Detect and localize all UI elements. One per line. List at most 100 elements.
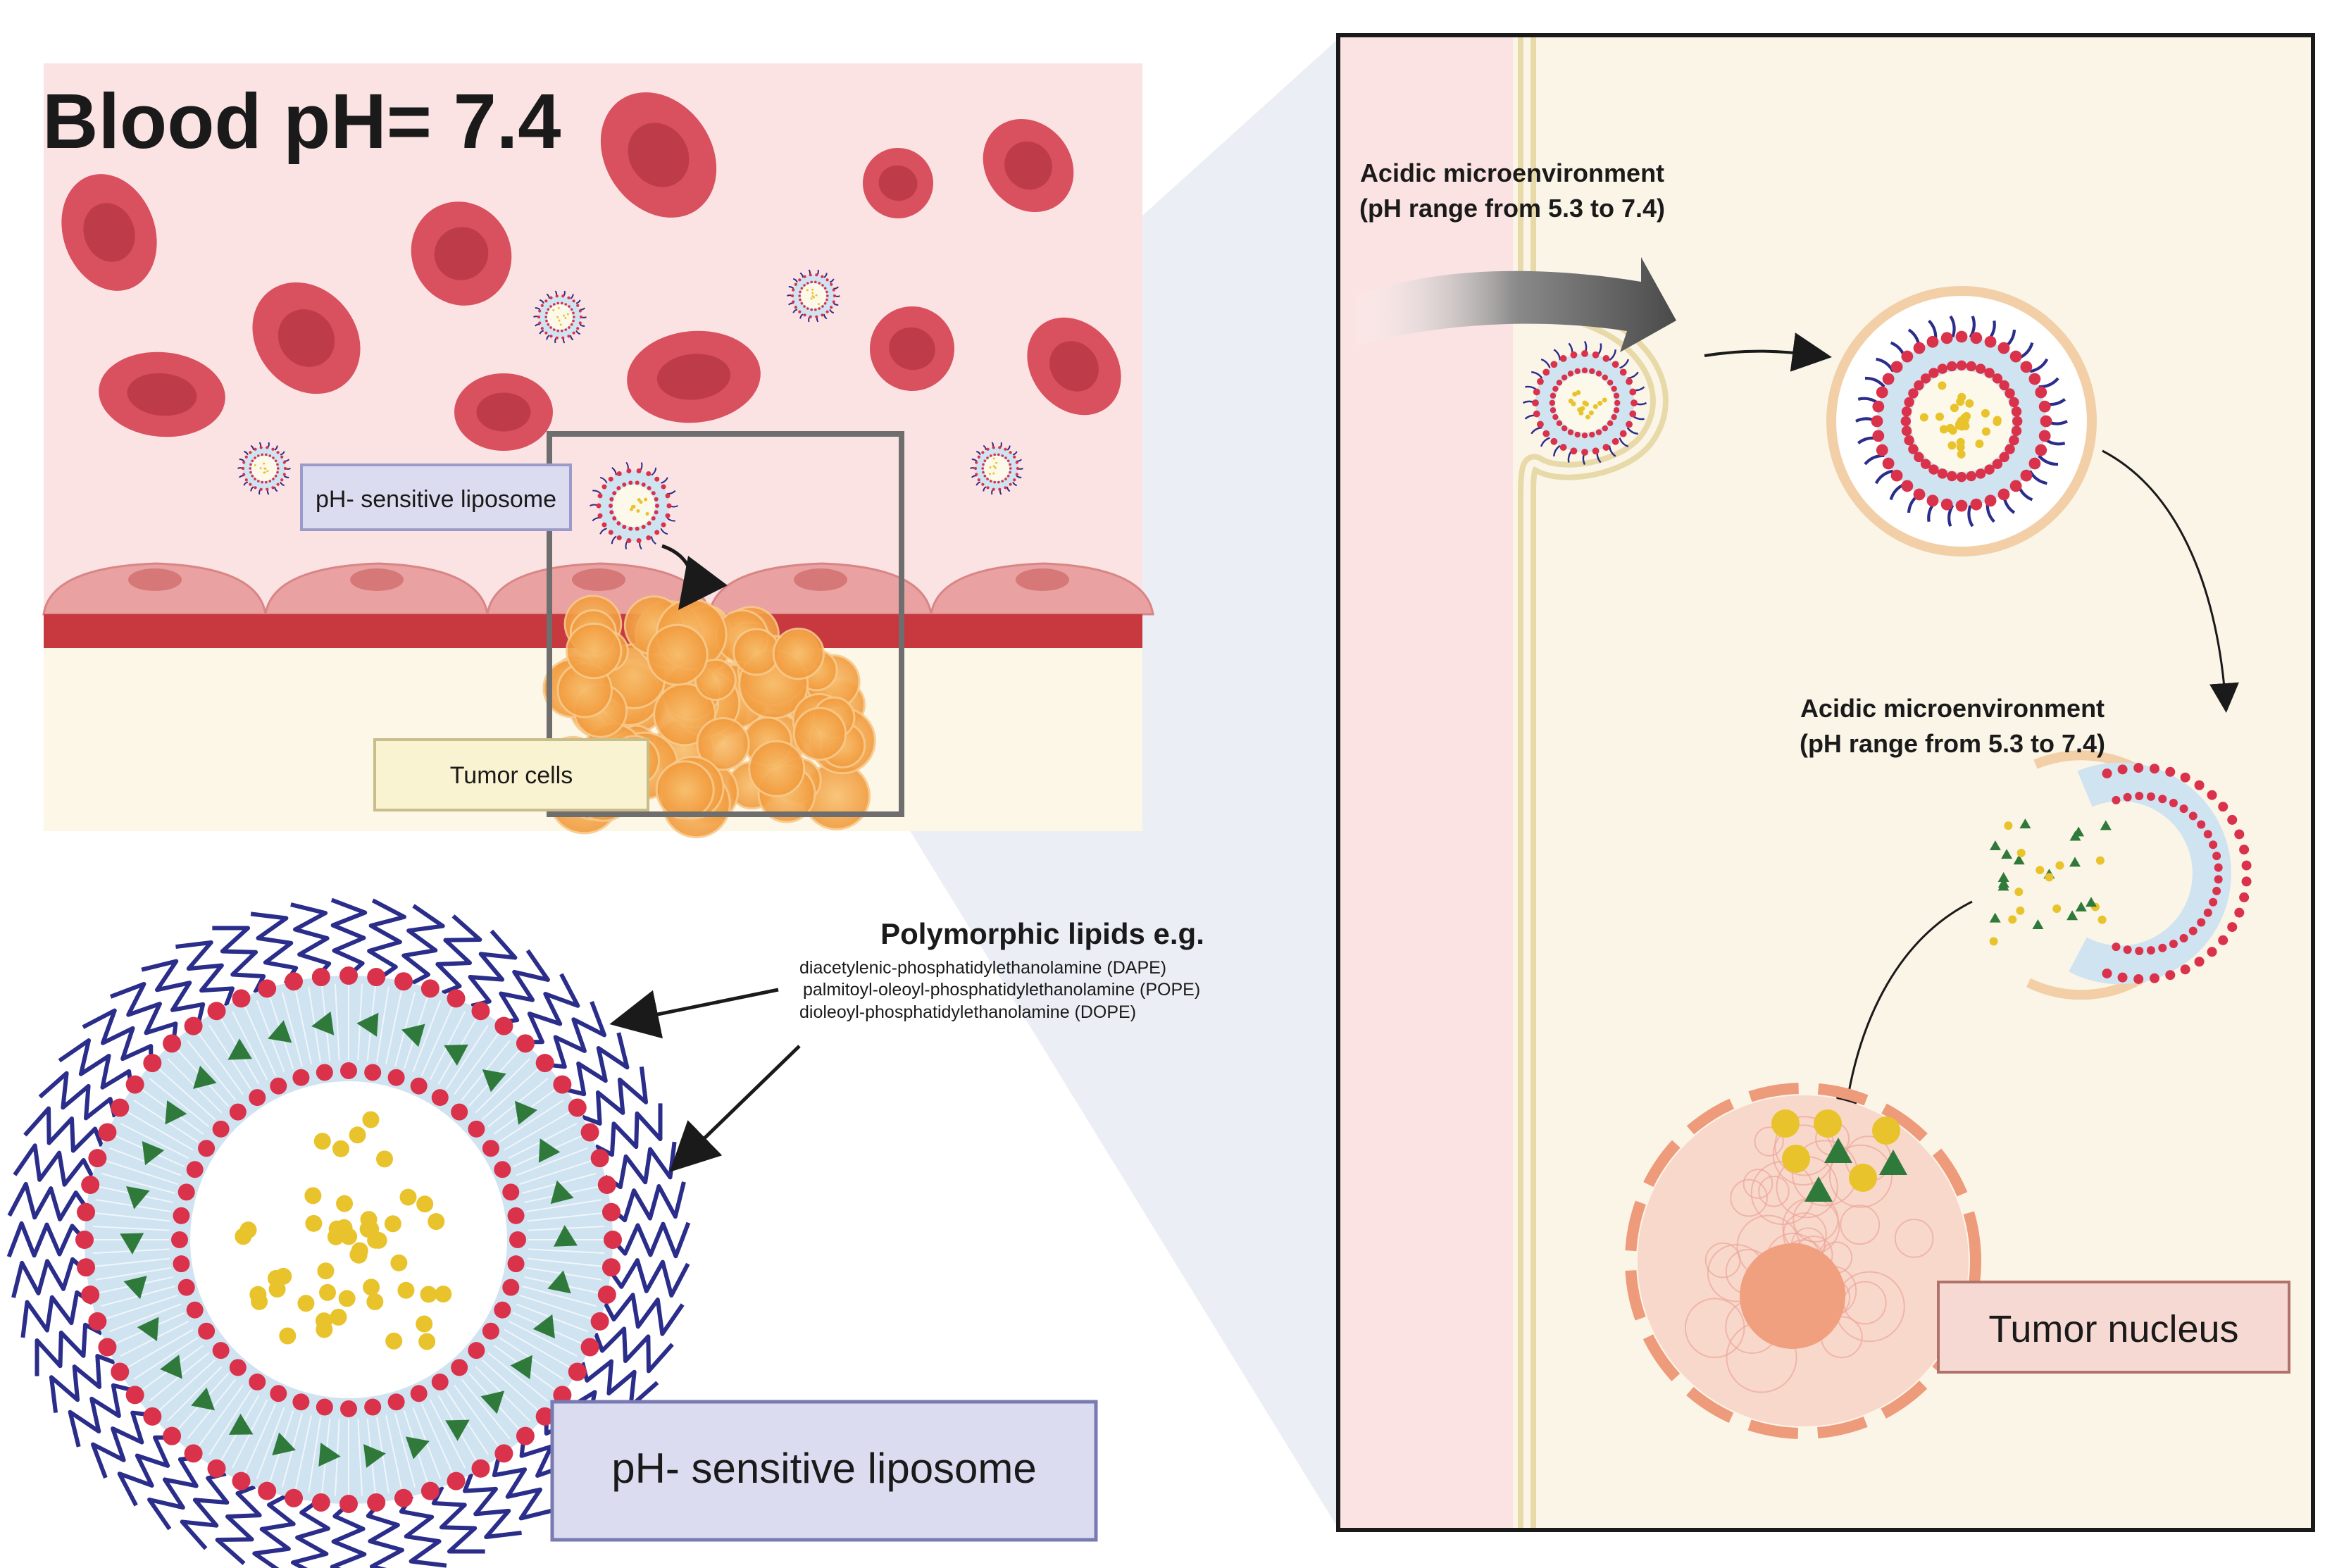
hydrophilic-drug [1602, 397, 1607, 403]
hydrophilic-drug [1956, 442, 1965, 452]
hydrophilic-drug [637, 498, 641, 502]
lipid-head [1004, 456, 1007, 459]
lipid-head [553, 1075, 572, 1094]
peg-chain [599, 476, 608, 484]
peg-chain [833, 302, 839, 306]
lipid-tail [197, 1032, 244, 1095]
lipid-head [268, 454, 272, 457]
peg-chain [661, 477, 668, 484]
arrow-to-nucleus [1833, 900, 1973, 1121]
lipid-head [88, 1149, 107, 1168]
lipid-head [655, 504, 659, 508]
peg-chain [1864, 376, 1885, 388]
peg-chain [399, 1495, 447, 1568]
peg-chain [274, 445, 278, 451]
lipid-head [2009, 435, 2019, 446]
liposome-detail-illustration [6, 897, 691, 1568]
lipid-head [1619, 430, 1627, 437]
lipid-head [1549, 399, 1555, 406]
lipid-head [2239, 892, 2250, 902]
hydrophobic-drug [120, 1233, 144, 1255]
lipid-head [646, 471, 652, 477]
lipid-head [564, 328, 568, 331]
lipid-head [77, 1258, 96, 1277]
lipid-head [1009, 467, 1012, 470]
hydrophilic-drug [254, 464, 256, 467]
lipid-head [2214, 875, 2223, 884]
lipid-tail [281, 992, 303, 1066]
peg-chain [330, 897, 368, 978]
hydrophilic-drug [279, 1327, 297, 1345]
lipid-head [268, 480, 272, 483]
red-blood-cell [411, 201, 512, 306]
released-drug [2055, 861, 2064, 870]
drug-in-nucleus [1824, 1138, 1852, 1163]
lipid-head [547, 323, 550, 326]
lipid-head [975, 473, 978, 476]
lipid-head [573, 316, 575, 318]
lipid-head [800, 301, 804, 305]
rbc-center [83, 203, 135, 262]
lipid-tail [420, 1403, 454, 1474]
lipid-head [311, 1493, 330, 1512]
lipid-tail [167, 1366, 223, 1421]
lipid-tail [94, 1257, 170, 1268]
lipid-head [1613, 392, 1620, 399]
lipid-head [2188, 811, 2198, 821]
lipid-head [1581, 350, 1588, 357]
hydrophilic-drug [264, 467, 267, 470]
hydrophilic-drug [305, 1214, 323, 1232]
lipid-head [1537, 421, 1544, 428]
hydrophobic-drug [165, 1100, 187, 1125]
peg-chain [215, 1484, 262, 1565]
lipid-head [2188, 926, 2198, 935]
hydrophobic-drug [123, 1276, 147, 1300]
hydrophilic-drug [1946, 423, 1955, 433]
lipid-head [1901, 480, 1914, 492]
released-drug [2095, 856, 2105, 865]
released-drug [2036, 866, 2045, 875]
lipid-head [1975, 363, 1986, 374]
peg-chain [581, 1066, 649, 1126]
blood-ph-title: Blood pH= 7.4 [42, 78, 561, 165]
lipid-head [285, 1488, 304, 1507]
rbc-center [656, 354, 731, 400]
lipid-head [792, 300, 795, 304]
lipid-head [271, 447, 275, 451]
lipid-head [540, 304, 544, 307]
hydrophobic-drug [126, 1186, 150, 1209]
lipid-head [814, 280, 817, 284]
hydrophilic-drug [1981, 409, 1990, 418]
endothelial-nucleus [794, 568, 847, 591]
lipid-head [2197, 918, 2206, 927]
lipid-head [292, 1393, 310, 1411]
lipid-head [823, 301, 827, 305]
entry-arrow [1356, 257, 1676, 352]
lipid-head [1001, 480, 1004, 483]
lipid-head [833, 294, 837, 298]
detail-liposome-label-box [550, 1400, 1098, 1542]
hydrophilic-drug [435, 1286, 452, 1303]
peg-chain [1627, 371, 1639, 380]
lipid-head [544, 331, 548, 335]
lipid-head [2169, 939, 2178, 948]
lipid-head [799, 298, 802, 301]
lipid-head [997, 453, 1000, 456]
peg-chain [611, 535, 617, 545]
hydrophilic-drug [1956, 397, 1965, 406]
lipid-head [818, 282, 821, 285]
lipid-head [597, 493, 603, 499]
lipid-head [622, 525, 627, 530]
lipid-head [1550, 392, 1557, 399]
lipid-head [2038, 400, 2051, 413]
lipid-head [1589, 431, 1595, 438]
lipid-head [825, 290, 828, 294]
lipid-head [2035, 386, 2047, 399]
lipid-head [292, 1069, 310, 1086]
lipid-head [516, 1426, 535, 1445]
hydrophobic-drug [137, 1317, 159, 1341]
peg-chain [366, 1500, 404, 1568]
lipid-head [654, 530, 660, 535]
chromatin [1743, 1169, 1773, 1199]
chromatin [1754, 1126, 1784, 1157]
